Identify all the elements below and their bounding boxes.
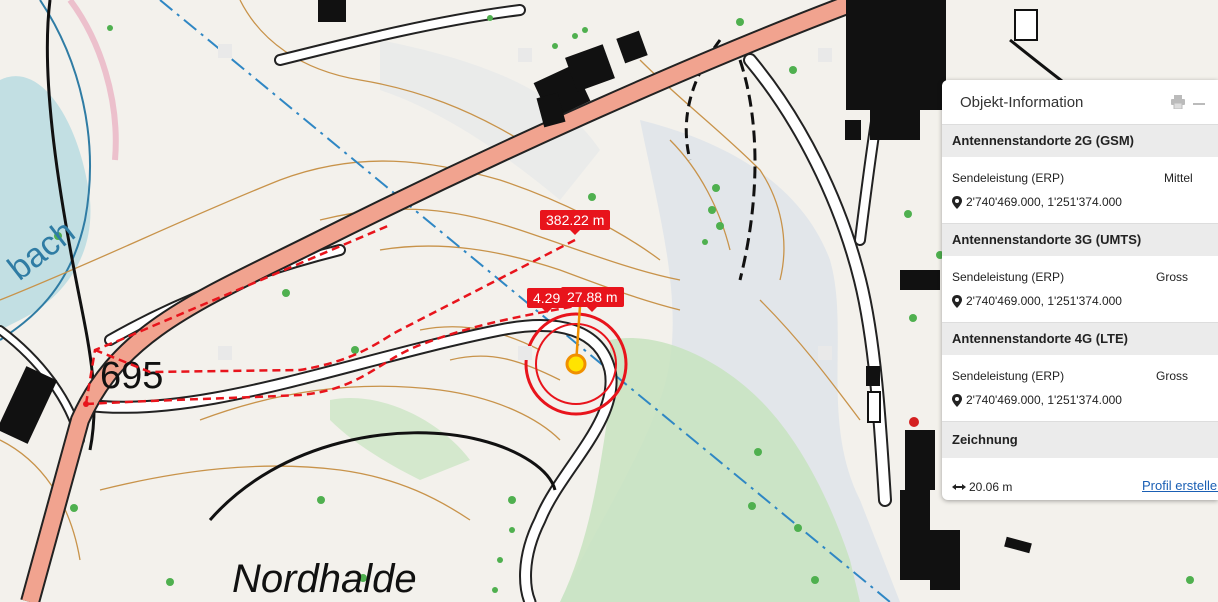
main-road (20, 0, 864, 602)
erp-label: Sendeleistung (ERP) (952, 369, 1065, 383)
stream-line (0, 0, 91, 341)
stream-bank (67, 0, 119, 161)
print-icon[interactable] (1170, 95, 1186, 110)
panel-header: Objekt-Information (942, 80, 1218, 124)
location-marker[interactable] (565, 353, 587, 375)
coordinates-value: 2'740'469.000, 1'251'374.000 (966, 294, 1122, 308)
location-pin-icon (952, 195, 962, 209)
distance-tag: 382.22 m (540, 210, 611, 235)
coordinates-row[interactable]: 2'740'469.000, 1'251'374.000 (952, 393, 1122, 407)
relief-shade-2 (380, 40, 600, 200)
drawing-distance-value: 20.06 m (969, 480, 1013, 494)
radius-circle-inner (535, 323, 617, 405)
tile-plus-icons (218, 44, 832, 360)
section-body-drawing: 20.06 m Profil erstellen (942, 458, 1218, 500)
section-body-umts: Sendeleistung (ERP) Gross 2'740'469.000,… (942, 256, 1218, 322)
stream-water (0, 76, 91, 330)
double-arrow-icon (952, 484, 966, 490)
location-pin-icon (952, 294, 962, 308)
radius-circle (524, 312, 628, 416)
erp-label: Sendeleistung (ERP) (952, 270, 1065, 284)
minimize-icon[interactable] (1192, 95, 1208, 109)
forest-area-2 (330, 398, 470, 480)
panel-title: Objekt-Information (960, 93, 1084, 111)
tree-dots (54, 15, 1194, 593)
measurement-polygon (84, 223, 576, 406)
boundary-line (159, 0, 891, 602)
measurement-vertex[interactable] (83, 401, 89, 407)
erp-value: Mittel (1164, 171, 1193, 185)
section-title-umts: Antennenstandorte 3G (UMTS) (942, 223, 1218, 256)
erp-value: Gross (1156, 369, 1189, 383)
section-title-gsm: Antennenstandorte 2G (GSM) (942, 124, 1218, 157)
section-title-drawing: Zeichnung (942, 421, 1218, 458)
partial-distance-tag: 4.29 (527, 288, 567, 313)
section-body-lte: Sendeleistung (ERP) Gross 2'740'469.000,… (942, 355, 1218, 421)
elevation-label: 695 (100, 355, 163, 397)
create-profile-link[interactable]: Profil erstellen (1142, 478, 1218, 493)
object-info-panel: Objekt-Information Antennenstandorte 2G … (942, 80, 1218, 500)
coordinates-value: 2'740'469.000, 1'251'374.000 (966, 195, 1122, 209)
coordinates-row[interactable]: 2'740'469.000, 1'251'374.000 (952, 195, 1122, 209)
place-label: Nordhalde (232, 557, 417, 601)
radius-tag: 27.88 m (561, 287, 624, 312)
forest-area (560, 338, 860, 602)
location-pin-icon (952, 393, 962, 407)
section-title-lte: Antennenstandorte 4G (LTE) (942, 322, 1218, 355)
erp-label: Sendeleistung (ERP) (952, 171, 1065, 185)
drawing-distance: 20.06 m (952, 480, 1012, 494)
panel-tools (1170, 95, 1208, 110)
erp-value: Gross (1156, 270, 1189, 284)
coordinates-row[interactable]: 2'740'469.000, 1'251'374.000 (952, 294, 1122, 308)
coordinates-value: 2'740'469.000, 1'251'374.000 (966, 393, 1122, 407)
buildings (0, 0, 1038, 590)
section-body-gsm: Sendeleistung (ERP) Mittel 2'740'469.000… (942, 157, 1218, 223)
